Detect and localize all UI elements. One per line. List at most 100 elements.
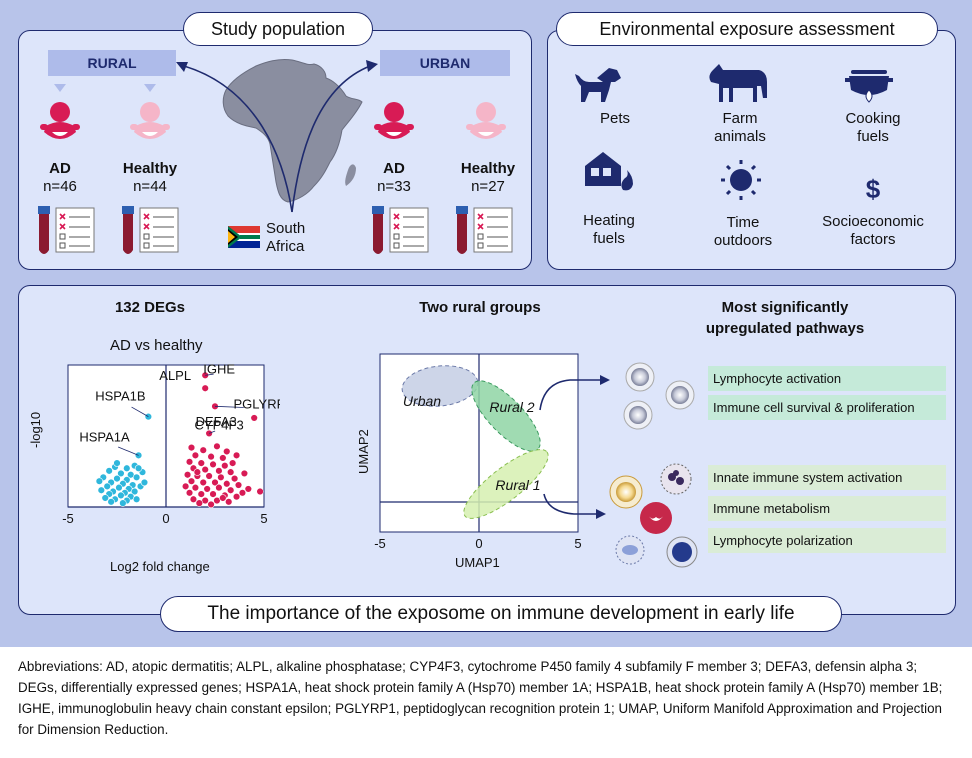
gene-label: HSPA1B — [95, 389, 145, 404]
deg-up-point — [197, 490, 205, 498]
gene-leader-line — [131, 406, 149, 417]
africa-map — [176, 59, 378, 213]
deg-down-point — [103, 482, 111, 491]
deg-up-point — [201, 384, 209, 392]
blood-tube-icon — [456, 206, 468, 254]
deg-up-point — [201, 465, 209, 474]
exposure-time-l1: Time — [726, 214, 760, 231]
exposure-socio-l2: factors — [850, 231, 896, 248]
deg-up-point — [223, 447, 231, 456]
baby-ad-rural-icon — [40, 102, 80, 139]
exposure-cooking-l2: fuels — [857, 128, 889, 145]
deg-down-point — [117, 469, 125, 478]
urban-tag: URBAN — [380, 50, 510, 76]
form-icon — [139, 207, 179, 253]
group-label-ad-rural: AD — [49, 160, 71, 177]
deg-up-point — [193, 468, 202, 476]
deg-up-point — [197, 459, 205, 467]
deg-down-point — [101, 494, 109, 502]
pathway-immune-survival: Immune cell survival & proliferation — [708, 395, 946, 420]
gene-label: DEFA3 — [196, 414, 237, 429]
exposure-title: Environmental exposure assessment — [556, 12, 938, 46]
deg-up-point — [223, 480, 231, 488]
group-label-healthy-rural: Healthy — [122, 160, 178, 177]
deg-up-point — [221, 461, 229, 470]
group-n-healthy-urban: n=27 — [471, 178, 505, 195]
pathway-innate-activation: Innate immune system activation — [708, 465, 946, 490]
rural-2-cluster — [471, 380, 541, 452]
deg-up-point — [207, 500, 215, 509]
deg-up-point — [256, 487, 264, 496]
deg-up-point — [203, 485, 211, 493]
degs-title: 132 DEGs — [114, 299, 186, 316]
deg-up-point — [191, 451, 200, 460]
pathways-title-2: upregulated pathways — [705, 320, 865, 337]
blood-tube-icon — [122, 206, 134, 254]
deg-up-point — [207, 452, 215, 461]
deg-up-point — [209, 490, 217, 498]
umap-ylabel: UMAP2 — [356, 429, 371, 474]
exposure-heating-l2: fuels — [593, 230, 625, 247]
deg-up-point — [230, 474, 239, 483]
deg-down-point — [119, 499, 127, 507]
granulocyte-icon — [660, 463, 692, 495]
arrow-to-urban — [291, 65, 371, 213]
exposure-icons: $ — [575, 64, 893, 204]
neutrophil-icon — [640, 502, 672, 534]
baby-healthy-urban-icon — [466, 102, 506, 139]
blood-tube-icon — [38, 206, 50, 254]
pathway-lymphocyte-activation: Lymphocyte activation — [708, 366, 946, 391]
deg-up-point — [217, 473, 225, 482]
pathway-arrows — [539, 375, 610, 519]
exposure-time-l2: outdoors — [713, 232, 773, 249]
umap-group-label: Rural 1 — [495, 477, 540, 493]
deg-up-point — [226, 468, 235, 476]
group-n-healthy-rural: n=44 — [133, 178, 167, 195]
pathway-immune-metabolism: Immune metabolism — [708, 496, 946, 521]
deg-up-point — [238, 489, 247, 497]
deg-down-point — [95, 477, 104, 485]
deg-up-point — [244, 485, 253, 493]
umap-xlabel: UMAP1 — [455, 555, 500, 570]
exposure-cooking-l1: Cooking — [845, 110, 901, 127]
deg-down-point — [130, 487, 139, 496]
deg-up-point — [181, 482, 190, 491]
exposome-conclusion: The importance of the exposome on immune… — [160, 596, 842, 632]
deg-down-point — [105, 467, 113, 475]
deg-up-point — [228, 459, 237, 467]
deg-up-point — [225, 498, 233, 506]
x-tick-label: 5 — [260, 511, 267, 526]
volcano-plot: IGHEALPLPGLYRP1DEFA3CYP4F3HSPA1BHSPA1A-5… — [62, 361, 280, 526]
umap-group-label: Urban — [403, 393, 441, 409]
x-tick-label: 0 — [475, 536, 482, 550]
deg-down-point — [97, 486, 106, 494]
rural-1-cluster — [463, 449, 549, 519]
x-tick-label: -5 — [62, 511, 74, 526]
exposure-socio-l1: Socioeconomic — [822, 213, 924, 230]
gene-label: ALPL — [159, 368, 191, 383]
baby-ad-urban-icon — [374, 102, 414, 139]
deg-down-point — [107, 498, 115, 506]
deg-up-point — [199, 478, 207, 487]
deg-up-point — [205, 472, 213, 480]
deg-up-point — [232, 451, 241, 460]
volcano-xlabel: Log2 fold change — [110, 559, 210, 574]
deg-up-point — [234, 481, 243, 489]
volcano-ylabel: -log10 — [28, 411, 43, 448]
africa-continent — [222, 59, 363, 203]
group-label-healthy-urban: Healthy — [460, 160, 516, 177]
group-label-ad-urban: AD — [383, 160, 405, 177]
dog-icon — [575, 68, 621, 102]
lymphocyte-blue-icon — [666, 536, 698, 568]
lymphocyte-icon — [625, 362, 655, 392]
gene-leader-line — [214, 405, 244, 408]
macrophage-icon — [609, 475, 643, 509]
rural-tag: RURAL — [48, 50, 176, 76]
deg-up-point — [187, 443, 196, 452]
group-n-ad-urban: n=33 — [377, 178, 411, 195]
deg-up-point — [240, 469, 249, 478]
tag-pointers — [54, 84, 156, 92]
deg-up-point — [209, 460, 217, 469]
volcano-title: AD vs healthy — [110, 337, 203, 354]
